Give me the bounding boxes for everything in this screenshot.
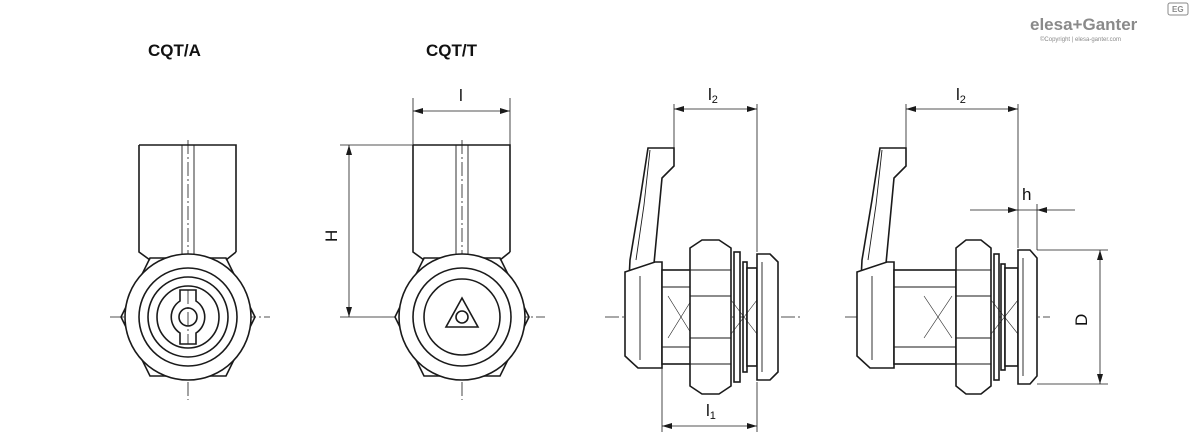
dim-label-l1: l1 bbox=[706, 401, 716, 422]
view-title-cqtt: CQT/T bbox=[426, 41, 478, 60]
dim-label-H: H bbox=[322, 230, 341, 242]
dim-label-h: h bbox=[1022, 185, 1031, 204]
brand-name: elesa+Ganter bbox=[1030, 15, 1138, 34]
view-title-cqta: CQT/A bbox=[148, 41, 201, 60]
view-side-left: l2 l1 bbox=[605, 85, 800, 432]
dim-label-l2-left: l2 bbox=[708, 85, 718, 106]
dim-label-l2-right: l2 bbox=[956, 85, 966, 106]
dim-label-l: l bbox=[459, 86, 463, 105]
view-cqta: CQT/A bbox=[110, 41, 270, 400]
view-side-right: l2 h D bbox=[845, 85, 1108, 395]
brand-copyright: ©Copyright | elesa-ganter.com bbox=[1040, 36, 1121, 43]
brand-logo: elesa+Ganter ©Copyright | elesa-ganter.c… bbox=[1030, 2, 1189, 43]
dim-label-D: D bbox=[1072, 314, 1091, 326]
view-cqtt: CQT/T l H bbox=[322, 41, 545, 400]
brand-badge: EG bbox=[1172, 5, 1184, 14]
